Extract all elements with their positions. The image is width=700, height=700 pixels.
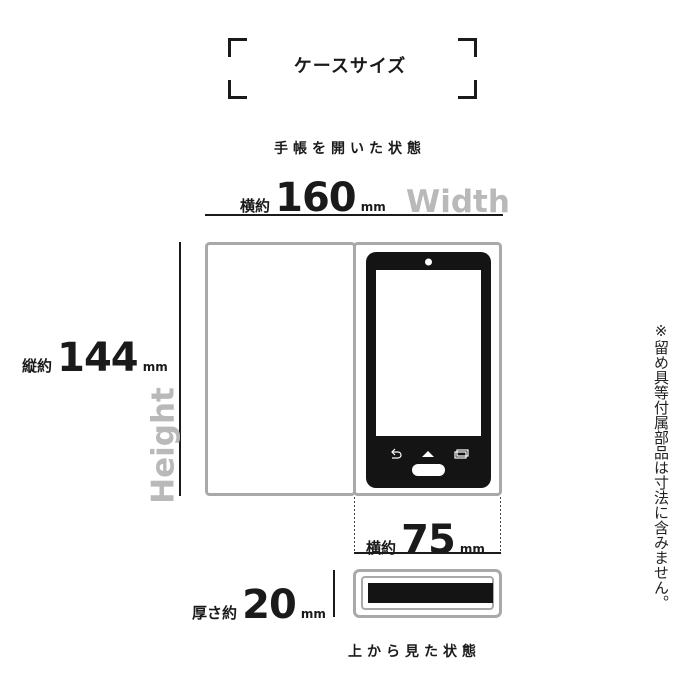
phone-width-dimension: 横約 75 mm — [366, 520, 485, 560]
top-view-phone — [368, 583, 493, 603]
bracket-bottom-right — [458, 80, 477, 99]
top-view-label: 上から見た状態 — [348, 644, 481, 660]
width-value: 160 — [275, 175, 356, 221]
height-dimension: 縦約 144 mm — [22, 338, 168, 378]
phone-width-value: 75 — [401, 517, 456, 563]
thickness-dimension: 厚さ約 20 mm — [192, 585, 326, 625]
thickness-unit: mm — [300, 607, 326, 621]
phone-home-button — [412, 464, 445, 476]
phone-width-prefix: 横約 — [366, 539, 397, 557]
width-dimension: 横約 160 mm — [240, 178, 386, 218]
exclusion-note: ※留め具等付属部品は寸法に含みません。 — [652, 322, 670, 610]
bracket-top-right — [458, 38, 477, 57]
phone-screen — [376, 270, 481, 436]
open-state-label: 手帳を開いた状態 — [274, 141, 426, 157]
width-unit: mm — [360, 200, 386, 214]
home-icon — [422, 451, 434, 457]
bracket-bottom-left — [228, 80, 247, 99]
height-prefix: 縦約 — [22, 357, 53, 375]
recent-apps-icon — [454, 449, 469, 459]
case-left-cover — [205, 242, 356, 496]
bracket-top-left — [228, 38, 247, 57]
width-ghost-label: Width — [406, 184, 510, 220]
height-unit: mm — [142, 360, 168, 374]
back-icon — [391, 448, 402, 459]
width-prefix: 横約 — [240, 197, 271, 215]
camera-icon — [425, 258, 432, 266]
height-value: 144 — [57, 335, 138, 381]
section-title: ケースサイズ — [293, 56, 407, 77]
width-dimension-line — [205, 214, 503, 216]
height-dimension-line — [179, 242, 181, 496]
thickness-prefix: 厚さ約 — [192, 604, 238, 622]
phone-width-unit: mm — [459, 542, 485, 556]
thickness-value: 20 — [242, 582, 297, 628]
